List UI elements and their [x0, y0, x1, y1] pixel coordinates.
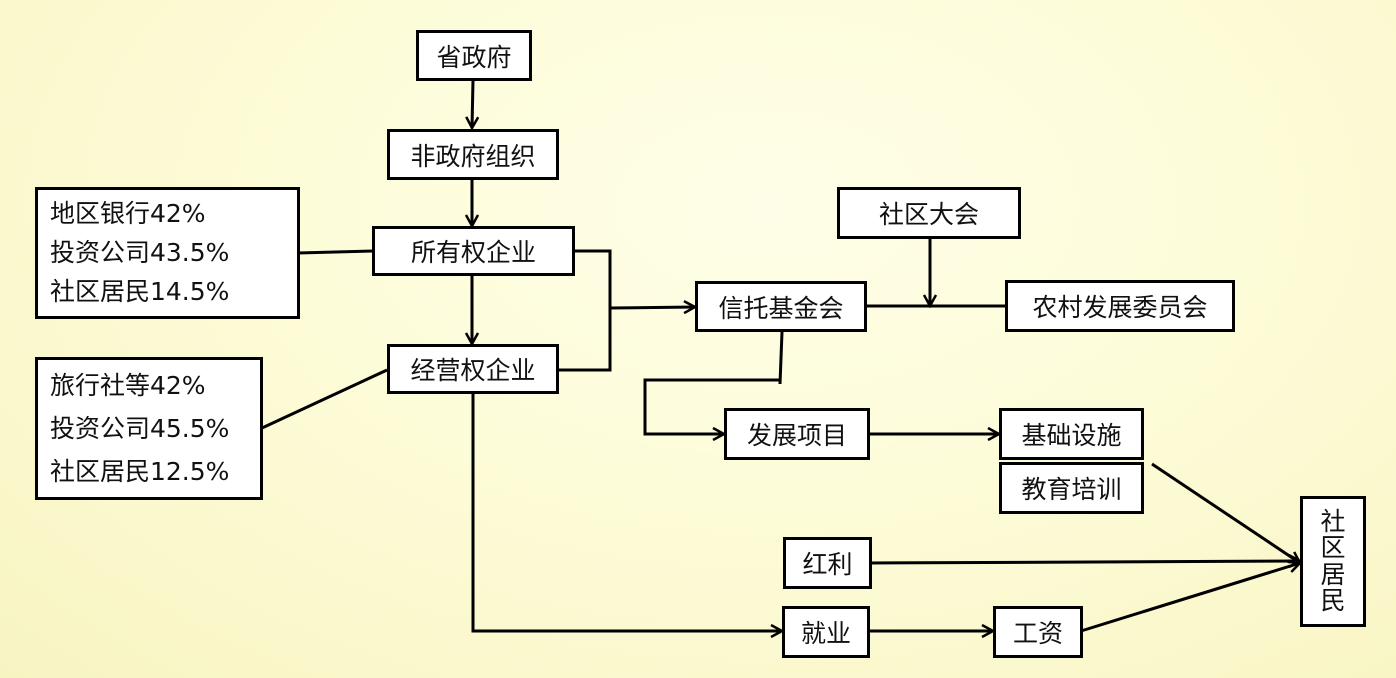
node-employment: 就业 [782, 606, 870, 658]
node-label-char: 民 [1320, 585, 1346, 615]
node-education-training: 教育培训 [999, 462, 1144, 514]
node-label: 农村发展委员会 [1032, 293, 1208, 322]
shareholder-item: 社区居民14.5% [50, 277, 230, 307]
link-trust-down [778, 331, 784, 385]
ownership-shareholders-box: 地区银行42% 投资公司43.5% 社区居民14.5% [35, 187, 300, 319]
arrow-dividends-to-residents [870, 561, 1300, 563]
node-label: 就业 [800, 619, 851, 648]
arrow-trust-to-projects [643, 378, 780, 434]
shareholder-item: 投资公司43.5% [50, 237, 230, 267]
arrow-operating-to-employment [471, 393, 782, 631]
shareholder-item: 地区银行42% [50, 198, 206, 228]
arrow-education-to-residents [1151, 462, 1300, 563]
node-label-char: 社 [1320, 507, 1346, 536]
arrow-gov-to-ngo [472, 79, 473, 128]
node-wages: 工资 [993, 606, 1083, 658]
node-community-assembly: 社区大会 [837, 187, 1021, 239]
node-dividends: 红利 [783, 537, 872, 589]
node-operating-enterprise: 经营权企业 [387, 344, 559, 394]
link-shareholders-ownership [297, 249, 374, 255]
node-provincial-government: 省政府 [416, 30, 532, 81]
arrow-wages-to-residents [1080, 563, 1300, 633]
node-development-projects: 发展项目 [724, 408, 870, 460]
node-community-residents: 社 区 居 民 [1300, 496, 1366, 627]
node-label: 教育培训 [1021, 475, 1122, 504]
node-ngo: 非政府组织 [387, 129, 559, 180]
shareholder-item: 社区居民12.5% [50, 456, 230, 486]
node-label: 社区大会 [878, 200, 979, 229]
node-label: 非政府组织 [410, 141, 536, 171]
operating-shareholders-box: 旅行社等42% 投资公司45.5% 社区居民12.5% [35, 357, 263, 500]
shareholder-item: 旅行社等42% [50, 370, 206, 400]
node-label: 发展项目 [746, 421, 847, 450]
node-label: 经营权企业 [410, 356, 536, 385]
arrow-enterprises-to-trust [609, 307, 695, 308]
node-label: 红利 [802, 550, 853, 579]
node-label: 基础设施 [1021, 421, 1122, 450]
node-label: 省政府 [436, 42, 512, 72]
node-rural-development-committee: 农村发展委员会 [1005, 280, 1235, 332]
node-label-char: 居 [1320, 559, 1346, 589]
node-label-char: 区 [1320, 533, 1346, 563]
node-label: 工资 [1012, 619, 1063, 648]
shareholder-item: 投资公司45.5% [50, 413, 230, 443]
bracket-enterprises [558, 249, 612, 372]
node-infrastructure: 基础设施 [999, 408, 1144, 460]
node-label: 信托基金会 [718, 293, 844, 323]
node-trust-fund: 信托基金会 [695, 281, 867, 332]
node-label: 所有权企业 [410, 238, 536, 267]
link-shareholders-operating [261, 368, 388, 430]
node-ownership-enterprise: 所有权企业 [372, 226, 575, 276]
